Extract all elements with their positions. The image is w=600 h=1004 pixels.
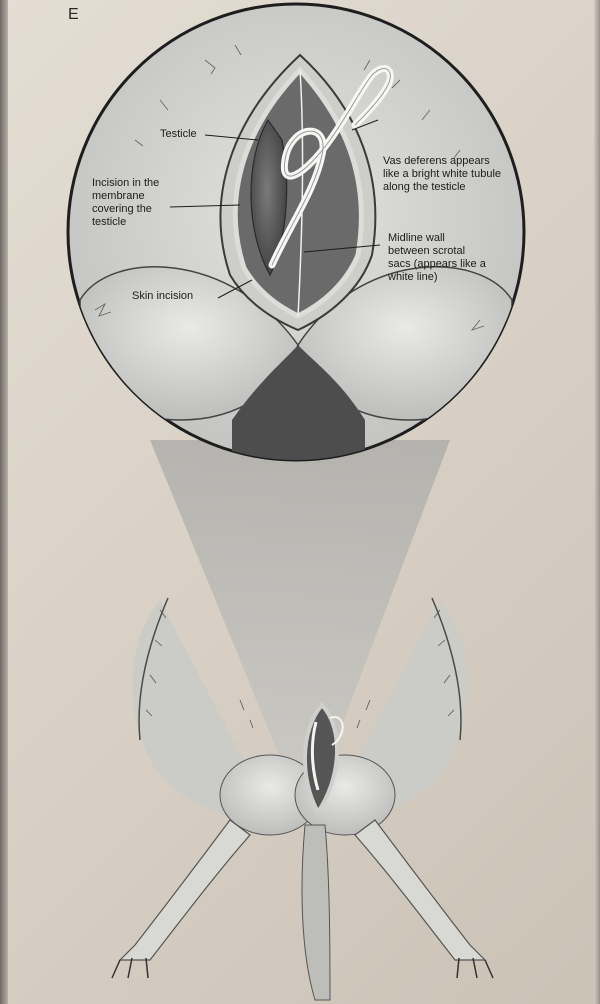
label-testicle: Testicle bbox=[160, 128, 197, 141]
label-vas-deferens: Vas deferens appears like a bright white… bbox=[383, 155, 508, 194]
left-leg bbox=[120, 820, 250, 960]
right-foot-claws bbox=[457, 958, 493, 978]
label-midline-wall: Midline wall between scrotal sacs (appea… bbox=[388, 232, 488, 284]
tail bbox=[302, 825, 330, 1000]
right-leg bbox=[355, 820, 485, 960]
label-incision-membrane: Incision in the membrane covering the te… bbox=[92, 177, 172, 229]
label-skin-incision: Skin incision bbox=[132, 290, 193, 303]
left-foot-claws bbox=[112, 958, 148, 978]
